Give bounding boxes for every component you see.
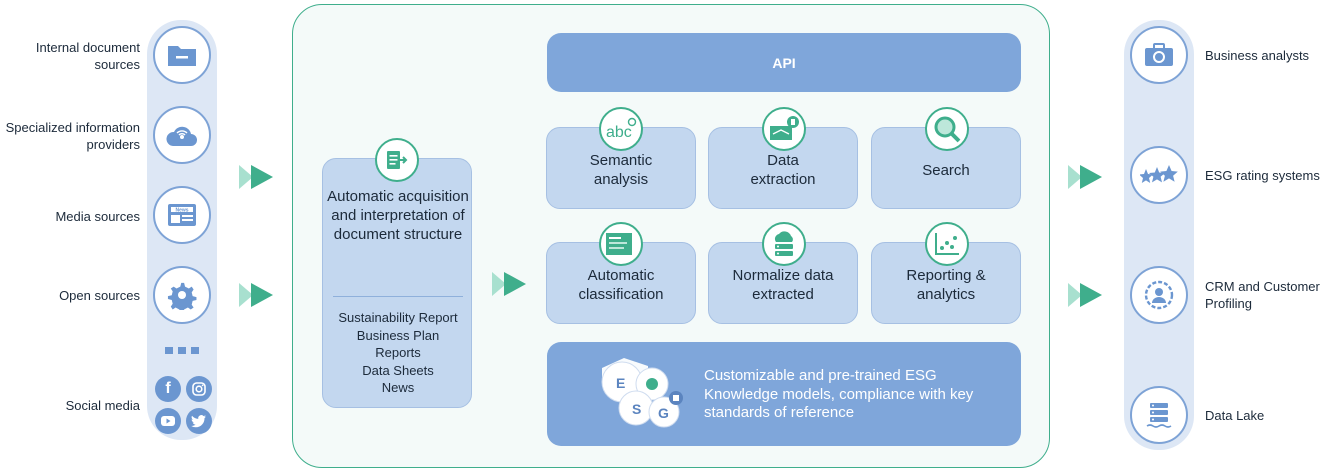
- esg-letter-s: S: [632, 401, 641, 417]
- facebook-icon: f: [155, 376, 181, 402]
- esg-badge-icon: E S G: [601, 358, 683, 428]
- classification-icon: [599, 222, 643, 266]
- search-icon: [925, 107, 969, 151]
- folder-icon: [153, 26, 211, 84]
- tile-label: Search: [922, 161, 970, 179]
- tile-label: Data extraction: [750, 152, 816, 188]
- label-open-sources: Open sources: [59, 288, 140, 303]
- tile-semantic-analysis: Semantic analysis: [546, 127, 696, 209]
- tile-label: Reporting & analytics: [906, 267, 986, 303]
- list-item: Reports: [375, 345, 421, 360]
- label-internal-document-sources: Internal document sources: [35, 40, 140, 72]
- list-item: Sustainability Report: [338, 310, 458, 325]
- extraction-icon: [762, 107, 806, 151]
- document-import-icon: [375, 138, 419, 182]
- flow-arrow-icon: [239, 165, 273, 189]
- scatter-chart-icon: [925, 222, 969, 266]
- twitter-icon: [186, 408, 212, 434]
- label-business-analysts: Business analysts: [1205, 48, 1310, 63]
- list-item: Data Sheets: [362, 362, 434, 378]
- instagram-icon: [186, 376, 212, 402]
- abc-icon: abc: [599, 107, 643, 151]
- news-badge-text: News: [175, 208, 188, 214]
- flow-arrow-icon: [1068, 165, 1102, 189]
- acquisition-title: Automatic acquisition and interpretation…: [327, 188, 469, 243]
- flow-arrow-icon: [1068, 283, 1102, 307]
- label-social-media: Social media: [65, 398, 140, 413]
- svg-text:abc: abc: [606, 124, 632, 141]
- tile-label: Automatic classification: [578, 267, 664, 303]
- label-crm-customer-profiling: CRM and Customer Profiling: [1205, 279, 1320, 311]
- cloud-broadcast-icon: [153, 106, 211, 164]
- api-label: API: [772, 54, 796, 71]
- label-esg-rating-systems: ESG rating systems: [1205, 168, 1320, 183]
- rating-stars-icon: [1130, 146, 1188, 204]
- list-item: News: [381, 380, 415, 395]
- server-cloud-icon: [762, 222, 806, 266]
- label-data-lake: Data Lake: [1205, 408, 1265, 423]
- youtube-icon: [155, 408, 181, 434]
- news-icon: News: [153, 186, 211, 244]
- flow-arrow-icon: [492, 272, 526, 296]
- database-icon: [1130, 386, 1188, 444]
- esg-letter-e: E: [616, 375, 625, 391]
- esg-description: Customizable and pre-trained ESG Knowled…: [704, 367, 974, 421]
- tile-label: Normalize data extracted: [732, 267, 834, 303]
- open-source-icon: [153, 266, 211, 324]
- label-media-sources: Media sources: [55, 209, 140, 224]
- outputs-column: [1124, 20, 1194, 450]
- acquisition-box: Automatic acquisition and interpretation…: [322, 158, 472, 408]
- more-sources-dots: [165, 347, 201, 355]
- flow-arrow-icon: [239, 283, 273, 307]
- divider: [333, 296, 463, 297]
- api-bar: API: [547, 33, 1021, 92]
- customer-profile-icon: [1130, 266, 1188, 324]
- esg-letter-g: G: [658, 405, 669, 421]
- tile-label: Semantic analysis: [589, 152, 653, 188]
- briefcase-icon: [1130, 26, 1188, 84]
- list-item: Business Plan: [356, 327, 440, 343]
- label-specialized-information-providers: Specialized information providers: [5, 120, 140, 152]
- document-type-list: Sustainability Report Business Plan Repo…: [323, 309, 473, 397]
